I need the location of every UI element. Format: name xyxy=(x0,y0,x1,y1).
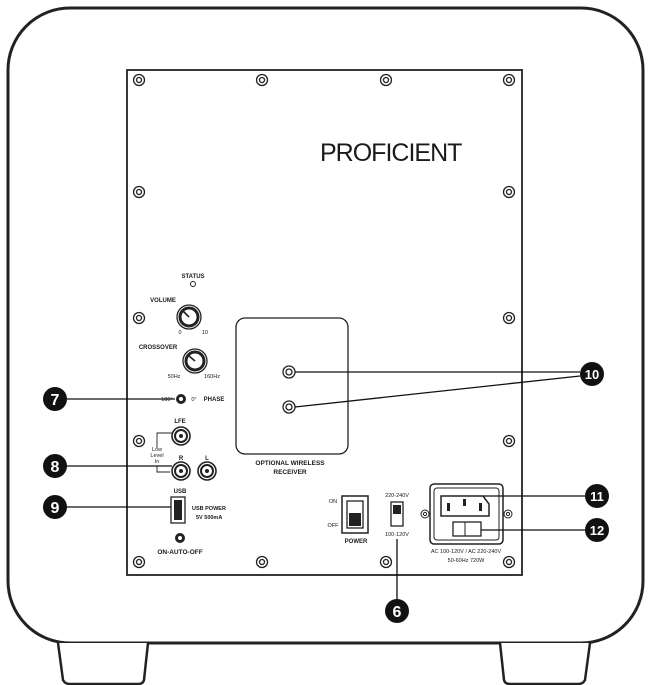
callout-lines xyxy=(66,371,585,600)
callout-10: 10 xyxy=(580,362,604,386)
volume-label: VOLUME xyxy=(150,298,176,304)
usb-power-label-line2: 5V 500mA xyxy=(196,515,222,521)
power-off-label: OFF xyxy=(328,523,340,529)
inlet-screw-icon xyxy=(420,509,430,519)
screw-icon xyxy=(132,311,146,325)
power-switch[interactable] xyxy=(341,495,369,534)
screw-icon xyxy=(132,434,146,448)
left-input-label: L xyxy=(205,456,209,462)
foot-right xyxy=(498,642,592,685)
low-level-bracket xyxy=(156,432,172,448)
status-led-icon xyxy=(190,281,196,287)
screw-icon xyxy=(502,434,516,448)
ac-power-inlet[interactable] xyxy=(429,483,504,545)
crossover-max-label: 160Hz xyxy=(204,374,220,380)
right-input-label: R xyxy=(179,456,184,462)
volume-max-label: 10 xyxy=(202,330,208,336)
usb-label: USB xyxy=(174,489,187,495)
callout-11-number: 11 xyxy=(590,489,604,504)
callout-8: 8 xyxy=(43,454,67,478)
screw-icon xyxy=(255,555,269,569)
auto-off-switch[interactable] xyxy=(175,533,185,543)
screw-icon xyxy=(132,555,146,569)
crossover-knob[interactable] xyxy=(182,348,208,374)
screw-icon xyxy=(379,555,393,569)
low-level-label-line1: Low xyxy=(152,447,162,453)
wireless-bay-screw-icon xyxy=(282,400,296,414)
callout-9-number: 9 xyxy=(51,500,60,517)
low-level-label-line3: In xyxy=(155,459,160,465)
wireless-receiver-bay xyxy=(235,317,349,455)
crossover-label: CROSSOVER xyxy=(139,345,178,351)
right-rca-jack[interactable] xyxy=(171,461,191,481)
usb-port[interactable] xyxy=(170,496,186,524)
callout-12: 12 xyxy=(585,518,609,542)
low-level-bracket-lower xyxy=(156,466,170,473)
screw-icon xyxy=(379,73,393,87)
power-label: POWER xyxy=(345,539,368,545)
screw-icon xyxy=(502,555,516,569)
lfe-rca-jack[interactable] xyxy=(171,426,191,446)
plate-screws xyxy=(132,73,516,569)
callout-7-number: 7 xyxy=(51,392,60,409)
crossover-min-label: 50Hz xyxy=(168,374,181,380)
screw-icon xyxy=(132,73,146,87)
screw-icon xyxy=(132,185,146,199)
voltage-high-label: 220-240V xyxy=(385,493,409,499)
ac-rating-line2: 50-60Hz 720W xyxy=(448,558,485,564)
callout-11: 11 xyxy=(585,484,609,508)
screw-icon xyxy=(502,311,516,325)
screw-icon xyxy=(502,73,516,87)
status-label: STATUS xyxy=(181,274,204,280)
voltage-selector-switch[interactable] xyxy=(390,501,404,527)
usb-power-label-line1: USB POWER xyxy=(192,506,226,512)
screw-icon xyxy=(255,73,269,87)
low-level-label-line2: Level xyxy=(150,453,163,459)
phase-label: PHASE xyxy=(204,397,225,403)
callout-6-number: 6 xyxy=(393,604,402,621)
phase-180-label: 180° xyxy=(161,397,172,403)
callout-9: 9 xyxy=(43,495,67,519)
foot-left xyxy=(56,642,150,685)
callout-7: 7 xyxy=(43,387,67,411)
wireless-bay-screw-icon xyxy=(282,365,296,379)
phase-switch[interactable] xyxy=(176,394,186,404)
screw-icon xyxy=(502,185,516,199)
wireless-label-line2: RECEIVER xyxy=(273,469,307,476)
callout-6: 6 xyxy=(385,599,409,623)
on-auto-off-label: ON-AUTO-OFF xyxy=(157,549,202,556)
fuse-holder[interactable] xyxy=(452,521,482,537)
volume-knob[interactable] xyxy=(176,304,202,330)
callout-8-number: 8 xyxy=(51,459,60,476)
voltage-low-label: 100-120V xyxy=(385,532,409,538)
wireless-label-line1: OPTIONAL WIRELESS xyxy=(255,460,325,467)
left-rca-jack[interactable] xyxy=(197,461,217,481)
callout-12-number: 12 xyxy=(590,523,604,538)
inlet-screw-icon xyxy=(503,509,513,519)
volume-min-label: 0 xyxy=(178,330,181,336)
power-on-label: ON xyxy=(329,499,337,505)
phase-0-label: 0° xyxy=(191,397,196,403)
callout-10-number: 10 xyxy=(585,367,599,382)
ac-rating-line1: AC 100-120V / AC 220-240V xyxy=(431,549,502,555)
brand-logo: PROFICIENT xyxy=(320,139,462,167)
lfe-label: LFE xyxy=(174,419,185,425)
